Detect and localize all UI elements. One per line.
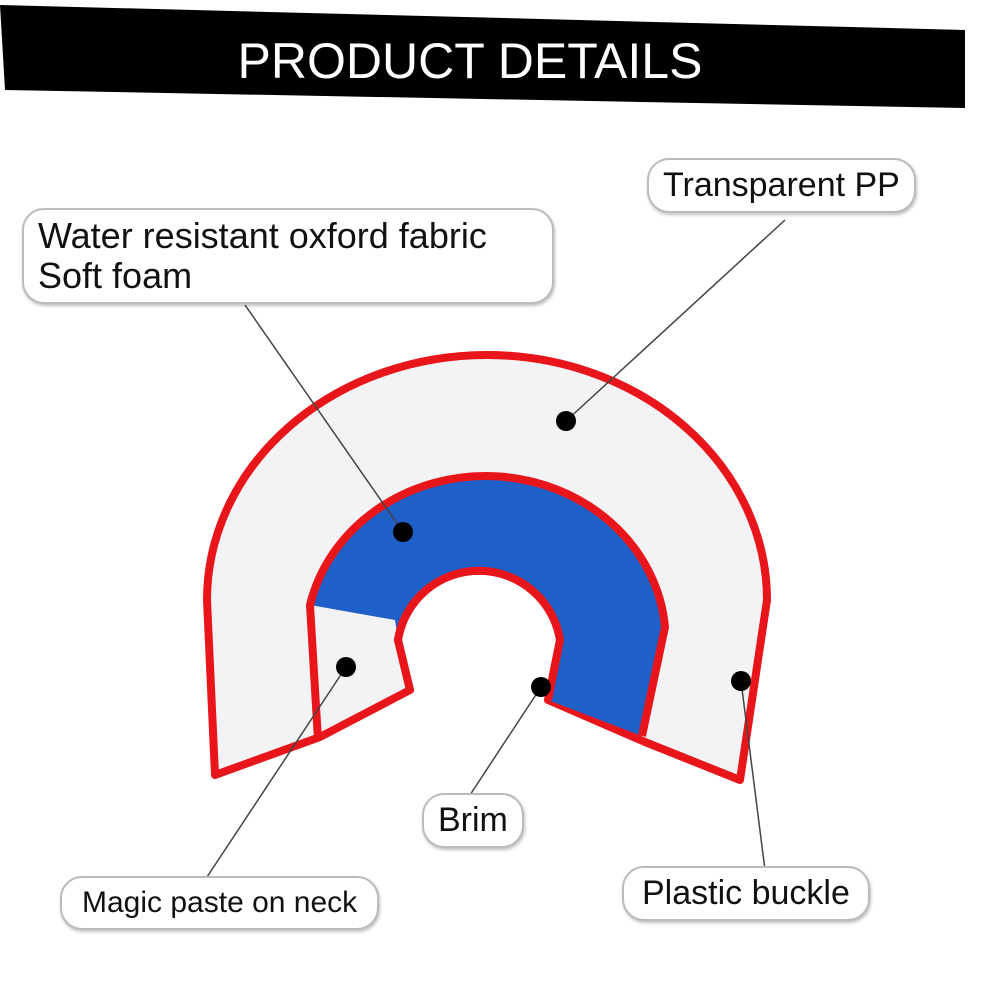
- label-fabric: Water resistant oxford fabric Soft foam: [22, 208, 554, 304]
- label-fabric-line2: Soft foam: [38, 255, 193, 296]
- dot-buckle: [731, 671, 751, 691]
- leader-brim: [469, 686, 542, 796]
- header-banner: [0, 5, 965, 108]
- label-magic-paste: Magic paste on neck: [60, 876, 380, 930]
- inner-ring-outline: [306, 472, 669, 741]
- label-brim: Brim: [422, 793, 524, 848]
- label-plastic-buckle: Plastic buckle: [622, 866, 870, 921]
- label-transparent-pp: Transparent PP: [647, 158, 916, 213]
- leader-magic: [204, 666, 347, 881]
- leader-fabric: [244, 304, 404, 533]
- dot-magic: [336, 657, 356, 677]
- dot-brim: [531, 677, 551, 697]
- leader-pp: [565, 219, 786, 422]
- label-fabric-line1: Water resistant oxford fabric: [38, 215, 487, 256]
- neck-outline: [393, 566, 565, 701]
- page-title: PRODUCT DETAILS: [237, 33, 703, 89]
- dot-pp: [556, 411, 576, 431]
- leader-buckle: [740, 680, 766, 871]
- dot-fabric: [393, 522, 413, 542]
